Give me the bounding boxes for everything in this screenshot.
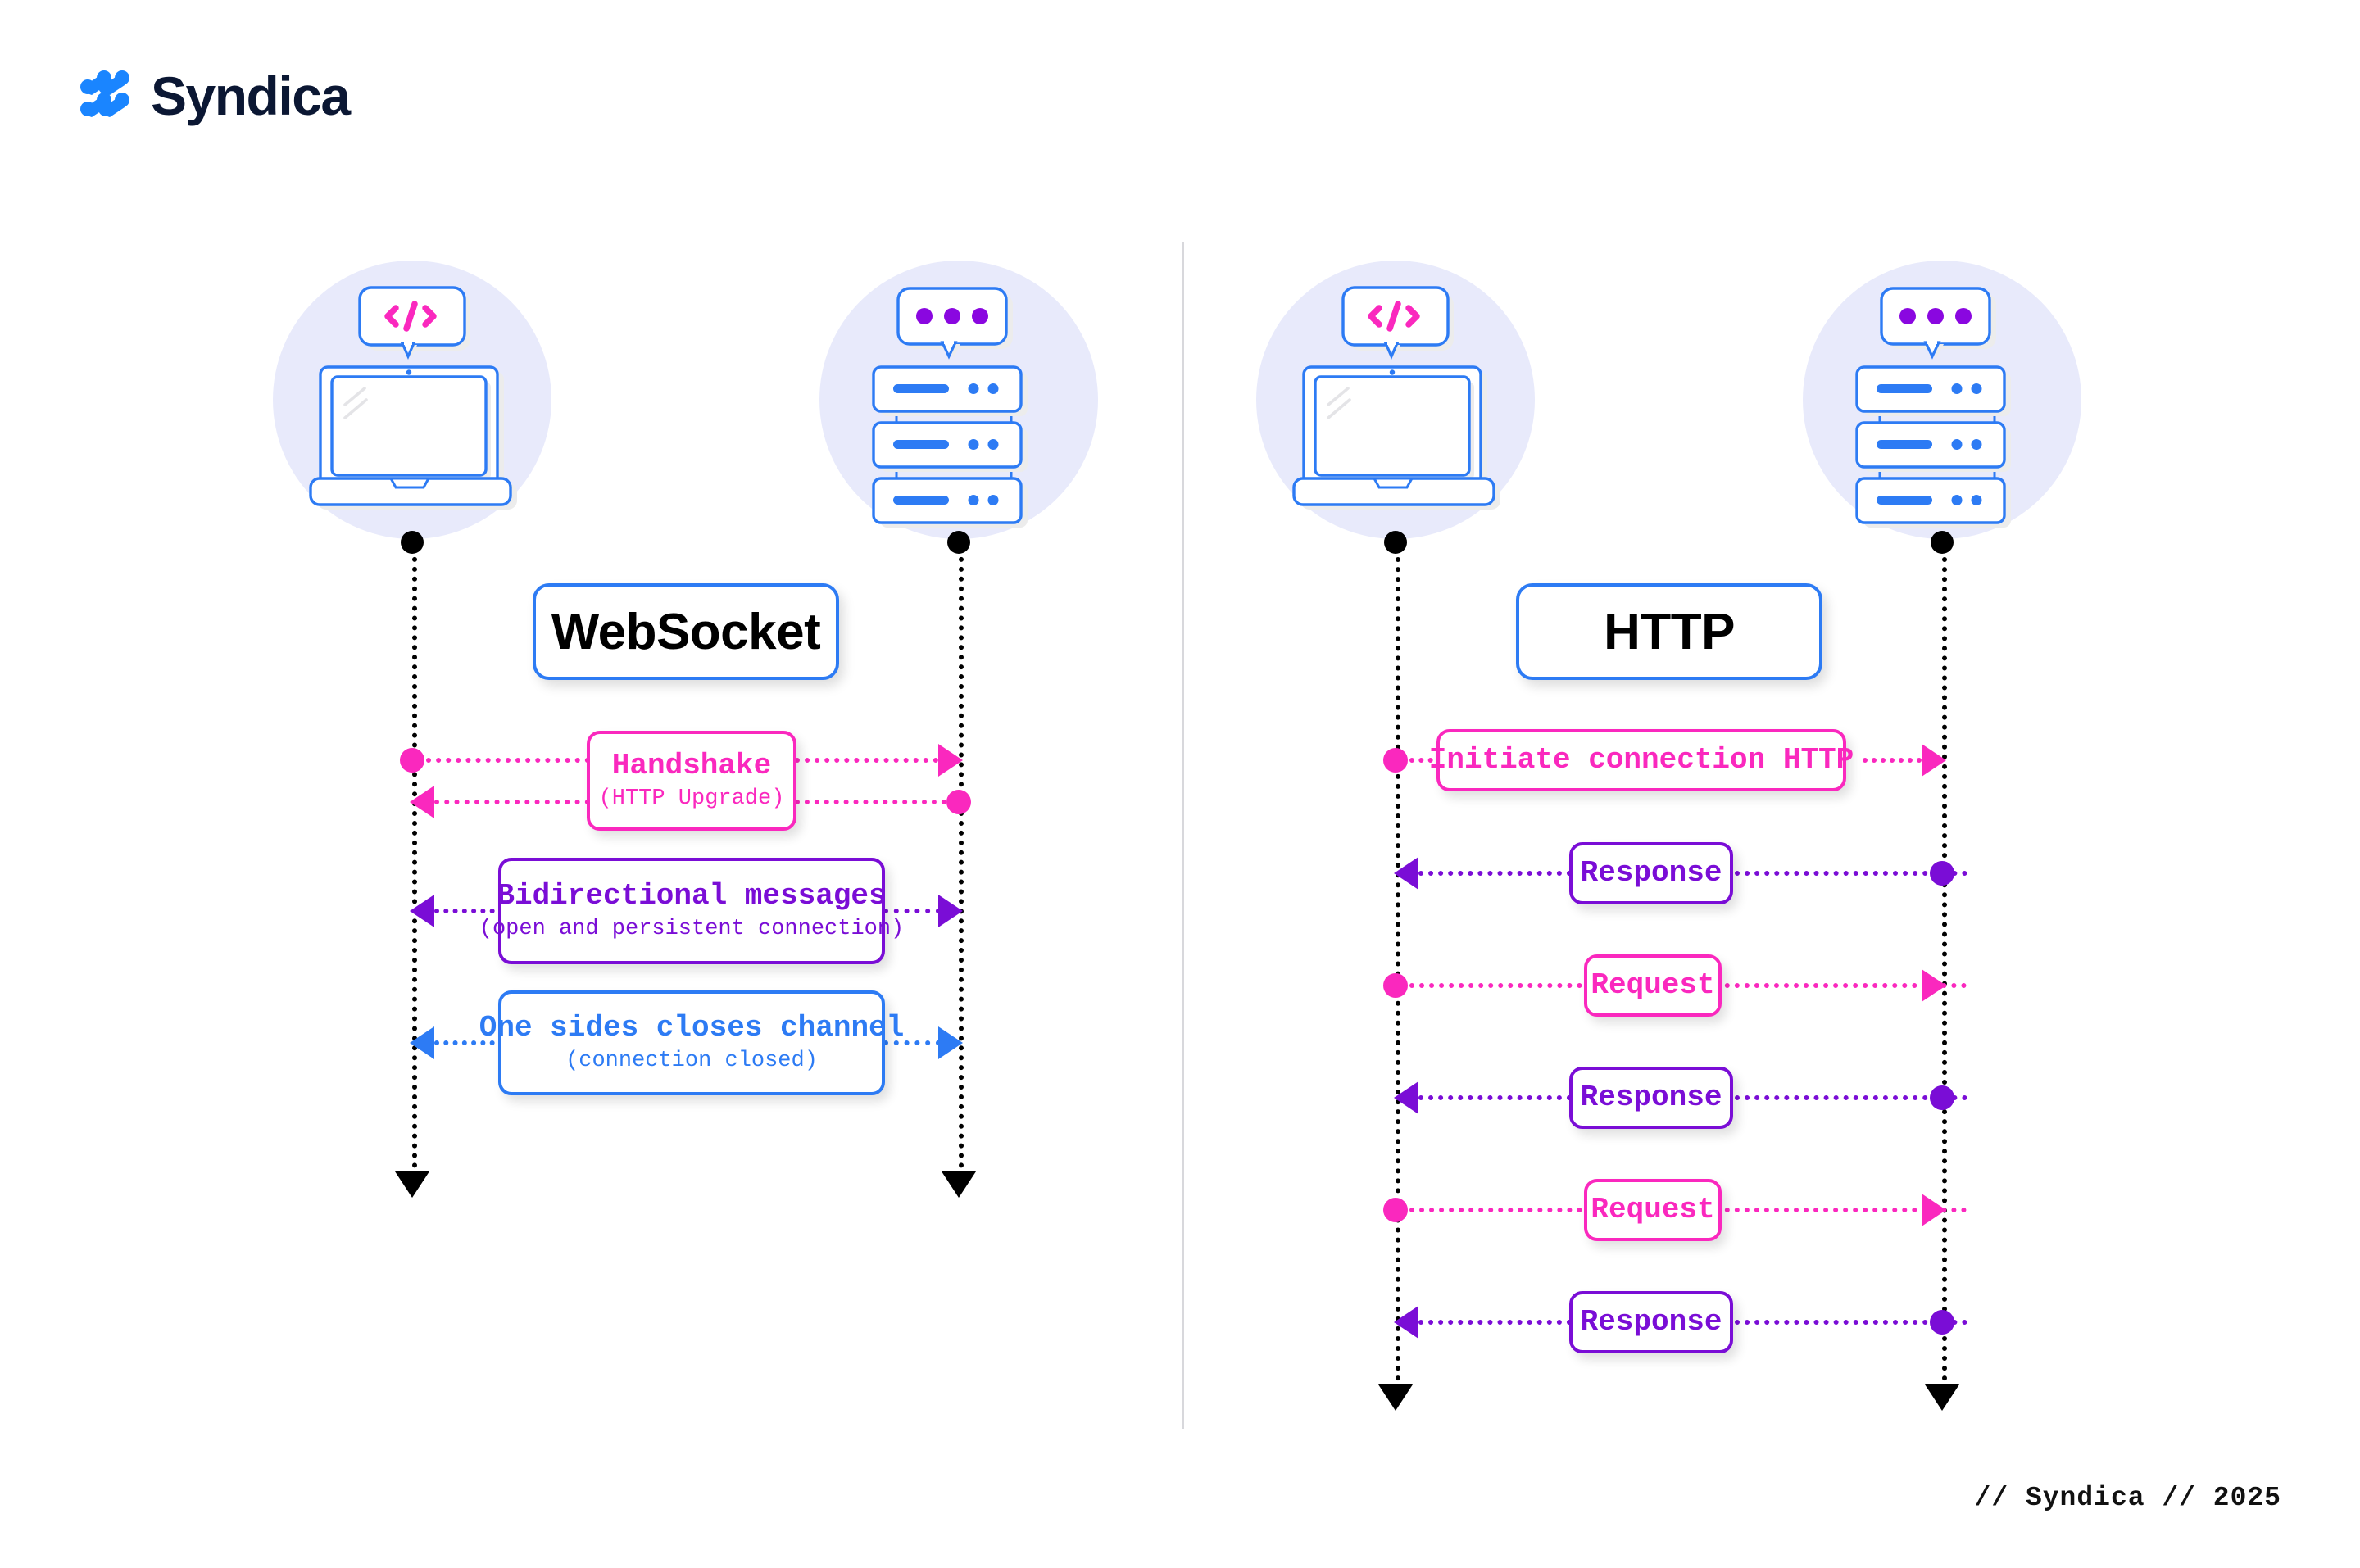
laptop-code-icon xyxy=(1292,286,1500,510)
msg-box-close-channel: One sides closes channel (connection clo… xyxy=(479,990,904,1095)
msg-box-initiate-connection: Initiate connection HTTP xyxy=(1429,729,1854,791)
actor-client-websocket xyxy=(273,261,551,554)
msg-arrow-to-client xyxy=(410,786,434,818)
msg-title: Request xyxy=(1591,968,1715,1003)
msg-line-close-left xyxy=(434,1040,504,1045)
panel-title-text: WebSocket xyxy=(551,603,821,660)
msg-arrow-to-client xyxy=(410,895,434,927)
msg-endpoint-dot-server xyxy=(1930,1085,1954,1110)
msg-title: Handshake xyxy=(611,749,772,783)
msg-arrow-to-server xyxy=(1922,1194,1946,1226)
lifeline-server-end-arrow xyxy=(942,1171,976,1198)
panel-divider xyxy=(1182,242,1184,1429)
brand-name: Syndica xyxy=(151,66,351,126)
msg-line-handshake-out-left xyxy=(426,758,590,763)
msg-box-response-3: Response xyxy=(1569,1291,1733,1353)
msg-endpoint-dot-server xyxy=(1930,1310,1954,1335)
actor-server-websocket xyxy=(819,261,1098,554)
msg-box-handshake: Handshake (HTTP Upgrade) xyxy=(587,731,796,831)
msg-line-initiate-right xyxy=(1863,758,1922,763)
msg-line-bidi-left xyxy=(434,909,504,913)
msg-arrow-to-server xyxy=(938,744,963,777)
msg-arrow-to-client xyxy=(1394,857,1418,890)
panel-title-http: HTTP xyxy=(1516,583,1822,680)
footer-credit: // Syndica // 2025 xyxy=(1974,1483,2281,1513)
msg-arrow-to-server xyxy=(1922,744,1946,777)
msg-arrow-to-client xyxy=(1394,1306,1418,1339)
msg-line-handshake-out-right xyxy=(795,758,938,763)
msg-arrow-to-server xyxy=(938,895,963,927)
msg-endpoint-dot-client xyxy=(1383,973,1408,998)
panel-http: HTTP Initiate connection HTTP Response R… xyxy=(1182,0,2360,1568)
msg-title: Response xyxy=(1580,856,1722,890)
msg-endpoint-dot-client xyxy=(400,748,424,773)
lifeline-client xyxy=(1396,547,1400,1391)
msg-endpoint-dot-server xyxy=(1930,861,1954,886)
msg-line-handshake-back-left xyxy=(434,800,590,804)
actor-client-http xyxy=(1256,261,1535,554)
msg-title: Bidirectional messages xyxy=(497,879,887,913)
msg-subtitle: (connection closed) xyxy=(565,1048,818,1073)
msg-line-initiate-left xyxy=(1409,758,1442,763)
syndica-logo: Syndica xyxy=(79,66,351,126)
msg-arrow-to-client xyxy=(1394,1081,1418,1114)
msg-endpoint-dot-server xyxy=(946,790,971,814)
msg-line-handshake-back-right xyxy=(795,800,946,804)
panel-websocket: WebSocket Handshake (HTTP Upgrade) Bidir… xyxy=(273,261,1098,1198)
server-rack-icon xyxy=(1855,287,2011,528)
msg-line-close-right xyxy=(883,1040,941,1045)
lifeline-client-end-arrow xyxy=(1378,1384,1413,1411)
msg-title: Response xyxy=(1580,1305,1722,1339)
actor-server-http xyxy=(1803,261,2081,554)
msg-subtitle: (HTTP Upgrade) xyxy=(598,786,785,811)
msg-subtitle: (open and persistent connection) xyxy=(479,916,905,941)
msg-arrow-to-server xyxy=(938,1026,963,1059)
msg-endpoint-dot-client xyxy=(1383,1198,1408,1222)
msg-arrow-to-server xyxy=(1922,969,1946,1002)
msg-box-response-2: Response xyxy=(1569,1067,1733,1129)
msg-title: Response xyxy=(1580,1081,1722,1115)
lifeline-client-end-arrow xyxy=(395,1171,429,1198)
msg-box-response-1: Response xyxy=(1569,842,1733,904)
lifeline-client xyxy=(412,547,417,1178)
msg-box-request-2: Request xyxy=(1584,1179,1722,1241)
panel-title-text: HTTP xyxy=(1604,603,1735,660)
msg-title: One sides closes channel xyxy=(479,1011,905,1045)
msg-title: Initiate connection HTTP xyxy=(1428,743,1854,777)
msg-endpoint-dot-client xyxy=(1383,748,1408,773)
laptop-code-icon xyxy=(309,286,517,510)
panel-title-websocket: WebSocket xyxy=(533,583,839,680)
server-rack-icon xyxy=(872,287,1028,528)
lifeline-server xyxy=(959,547,964,1178)
lifeline-server-end-arrow xyxy=(1925,1384,1959,1411)
msg-box-bidirectional: Bidirectional messages (open and persist… xyxy=(479,858,904,964)
msg-arrow-to-client xyxy=(410,1026,434,1059)
msg-box-request-1: Request xyxy=(1584,954,1722,1017)
msg-line-bidi-right xyxy=(883,909,941,913)
syndica-dots-logo-icon xyxy=(79,69,133,123)
msg-title: Request xyxy=(1591,1193,1715,1227)
